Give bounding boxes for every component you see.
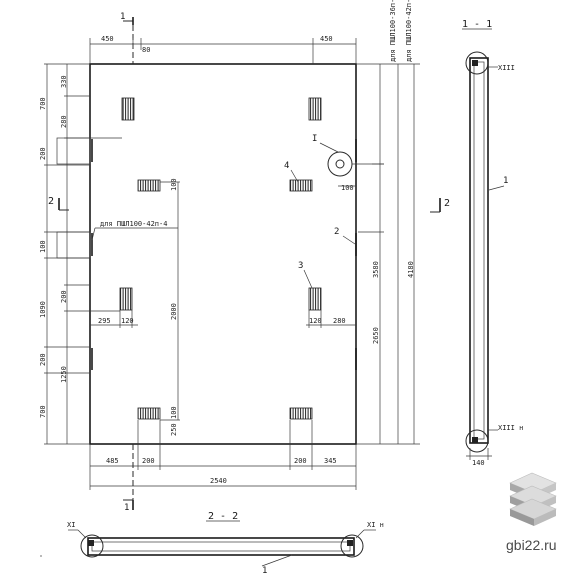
dim-inner-100c: 100 [341, 184, 354, 192]
right-elements: I 4 2 3 [284, 134, 384, 370]
dim-inner-120a: 120 [121, 317, 134, 325]
inner-note-text: для ПШЛ100-42п-4 [100, 220, 167, 228]
bottom-dimension-chain: 485 200 200 345 2540 [89, 420, 357, 490]
dim-left-1250: 1250 [60, 366, 68, 383]
dim-bottom-total: 2540 [210, 477, 227, 485]
section-mark-right: 2 [430, 198, 450, 213]
callout-xiii-top: XIII [498, 64, 515, 72]
dim-inner-2000: 2000 [170, 303, 178, 320]
rail-note-1: для ПШЛ100-36п-4 [389, 0, 397, 62]
dim-inner-100a: 100 [170, 178, 178, 191]
section-2-2-title: 2 - 2 [208, 511, 238, 522]
section-mark-top: 1 [120, 12, 134, 64]
dim-bottom-200b: 200 [294, 457, 307, 465]
top-dimension-chain: 450 80 450 [89, 35, 357, 64]
section-mark-left: 2 [48, 196, 69, 211]
dim-top-small: 80 [142, 46, 150, 54]
dim-bottom-485: 485 [106, 457, 119, 465]
dim-top-left: 450 [101, 35, 114, 43]
plate-mid-left [137, 179, 161, 192]
dim-right-2650: 2650 [372, 327, 380, 344]
section-1-1: 1 - 1 XIII XIII н 1 140 [462, 19, 523, 467]
dim-bottom-200a: 200 [142, 457, 155, 465]
plate-mid-right [289, 179, 313, 192]
dim-inner-100b: 100 [170, 406, 178, 419]
dim-inner-295: 295 [98, 317, 111, 325]
dim-left-200: 200 [39, 147, 47, 160]
section-1-1-title: 1 - 1 [462, 19, 492, 30]
watermark-text: gbi22.ru [506, 537, 557, 553]
section-mark-bottom-label: 1 [124, 503, 129, 513]
inner-dimensions: 2000 100 100 250 295 120 120 280 100 [90, 178, 356, 436]
dim-left-100: 100 [39, 240, 47, 253]
plate-bottom-left [137, 407, 161, 420]
section-mark-right-label: 2 [444, 198, 450, 209]
callout-xi-right: XI н [367, 521, 384, 529]
inner-note: для ПШЛ100-42п-4 [91, 220, 178, 241]
dim-right-3580: 3580 [372, 261, 380, 278]
embedded-plates [119, 97, 322, 420]
callout-roman-I: I [312, 134, 317, 144]
section-mark-bottom: 1 [123, 444, 134, 513]
callout-3: 3 [298, 261, 303, 271]
dim-left-700b: 700 [39, 405, 47, 418]
callout-xi-left: XI [67, 521, 75, 529]
dim-left-1090: 1090 [39, 301, 47, 318]
dim-left-700: 700 [39, 97, 47, 110]
section-2-2: 2 - 2 XI XI н 1 [40, 511, 384, 575]
plate-top-left [121, 97, 135, 121]
callout-4: 4 [284, 161, 289, 171]
dim-left-200c: 200 [39, 353, 47, 366]
dim-left-330: 330 [60, 75, 68, 88]
section-mark-top-label: 1 [120, 12, 125, 22]
dim-bottom-345: 345 [324, 457, 337, 465]
dim-top-right: 450 [320, 35, 333, 43]
dim-inner-280: 280 [333, 317, 346, 325]
plate-low-left [119, 287, 133, 311]
right-dimension-chain: 3580 4180 2650 для ПШЛ100-36п-4 для ПШЛ1… [356, 0, 420, 445]
dim-section-140: 140 [472, 459, 485, 467]
plate-top-right [308, 97, 322, 121]
detail-circle-I [327, 151, 353, 177]
plate-low-right [308, 287, 322, 311]
dim-left-280: 280 [60, 115, 68, 128]
dim-left-200b: 200 [60, 290, 68, 303]
dim-inner-250: 250 [170, 423, 178, 436]
callout-1-section: 1 [503, 176, 508, 186]
callout-1-bottom: 1 [262, 566, 267, 575]
panel-outline [89, 63, 357, 445]
rail-note-2: для ПШЛ100-42п-4 [405, 0, 413, 62]
brand-logo-icon [509, 472, 557, 526]
plate-bottom-right [289, 407, 313, 420]
dim-inner-120b: 120 [309, 317, 322, 325]
left-dimension-chain: 330 700 280 200 100 1090 200 200 1250 70… [39, 63, 122, 445]
callout-xiii-bottom: XIII н [498, 424, 523, 432]
callout-2: 2 [334, 227, 339, 237]
left-lifting-loops [56, 137, 93, 370]
dim-right-4180: 4180 [407, 261, 415, 278]
section-mark-left-label: 2 [48, 196, 54, 207]
